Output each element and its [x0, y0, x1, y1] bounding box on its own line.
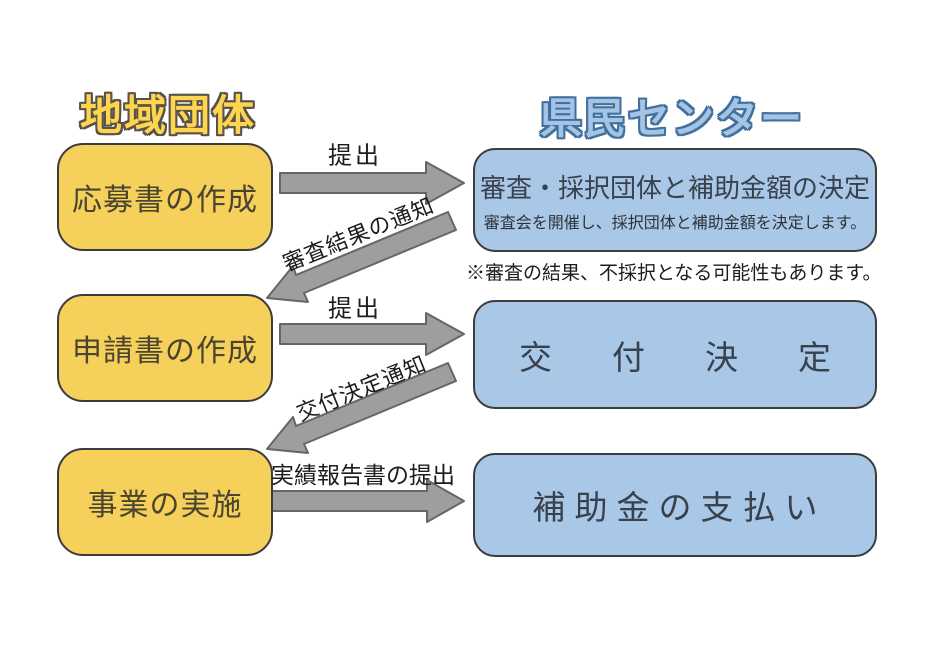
- submit-arrow-1-icon: [279, 161, 465, 205]
- grant-notice-arrow-icon: [266, 362, 457, 454]
- box-label: 申請書の作成: [72, 335, 258, 368]
- left-column-title: 地域団体: [80, 92, 257, 139]
- arrow-label-submit-2: 提出: [328, 296, 382, 323]
- arrow-label-submit-1: 提出: [328, 143, 382, 170]
- box-label: 補助金の支払い: [532, 489, 827, 526]
- box-subsidy-payment: 補助金の支払い: [473, 453, 877, 557]
- arrow-label-report-submit: 実績報告書の提出: [271, 463, 455, 488]
- box-label: 事業の実施: [87, 489, 243, 522]
- box-label: 応募書の作成: [72, 184, 258, 217]
- box-implement-project: 事業の実施: [57, 448, 273, 556]
- box-sublabel: 審査会を開催し、採択団体と補助金額を決定します。: [483, 214, 867, 232]
- rejection-possibility-note: ※審査の結果、不採択となる可能性もあります。: [466, 263, 882, 284]
- review-result-arrow-icon: [266, 211, 457, 303]
- box-grant-decision: 交付決定: [473, 300, 877, 409]
- box-review-and-decision: 審査・採択団体と補助金額の決定 審査会を開催し、採択団体と補助金額を決定します。: [473, 148, 877, 252]
- box-label: 審査・採択団体と補助金額の決定: [479, 172, 870, 203]
- box-create-request-form: 申請書の作成: [57, 294, 273, 402]
- box-create-application-form: 応募書の作成: [57, 143, 273, 251]
- submit-arrow-2-icon: [279, 312, 465, 356]
- box-label: 交付決定: [519, 338, 891, 376]
- right-column-title: 県民センター: [540, 95, 805, 142]
- report-submit-arrow-icon: [271, 479, 465, 523]
